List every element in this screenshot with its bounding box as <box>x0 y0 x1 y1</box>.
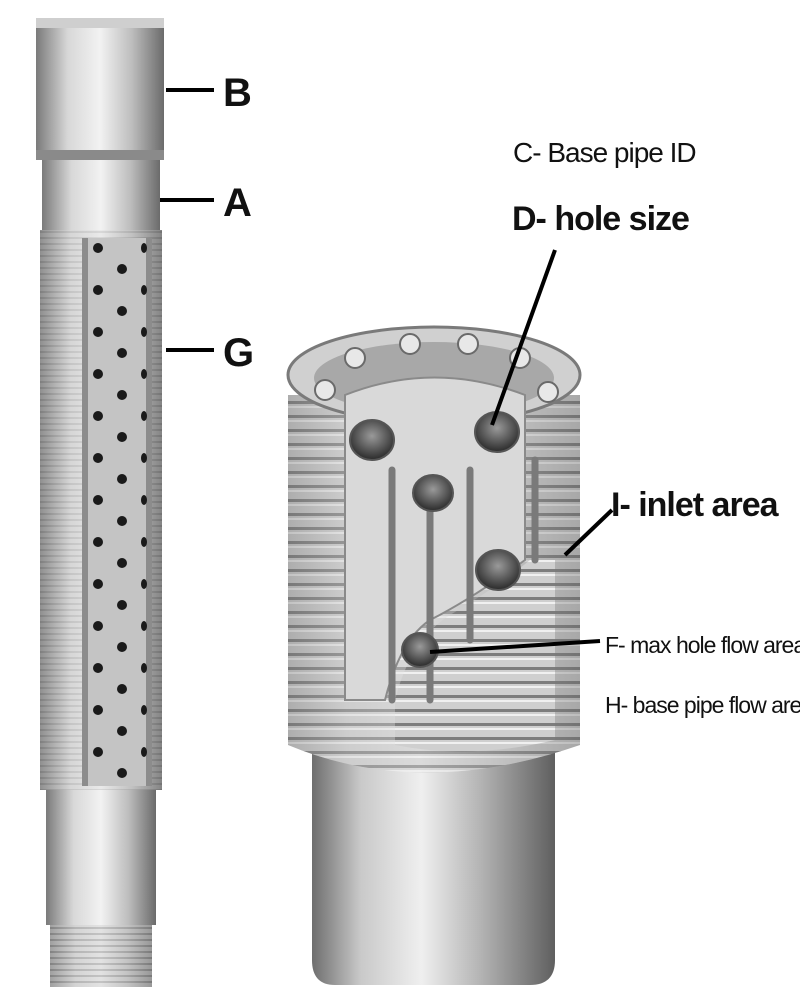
perforation-hole <box>141 663 147 673</box>
perforation-hole <box>93 747 103 757</box>
perforation-hole <box>141 705 147 715</box>
perforation-hole <box>117 264 127 274</box>
perforation-hole <box>141 747 147 757</box>
perforation-hole <box>117 516 127 526</box>
perforation-hole <box>141 579 147 589</box>
label-b: B <box>223 71 252 115</box>
perforation-hole <box>117 768 127 778</box>
label-a: A <box>223 181 252 225</box>
perforation-hole <box>117 726 127 736</box>
perforation-hole <box>141 621 147 631</box>
perforation-hole <box>93 495 103 505</box>
perforation-hole <box>117 348 127 358</box>
leader-f <box>429 639 601 654</box>
perforation-hole <box>141 537 147 547</box>
perforation-hole <box>93 579 103 589</box>
perforation-hole <box>141 411 147 421</box>
perforation-hole <box>93 453 103 463</box>
perforation-hole <box>93 327 103 337</box>
perforation-hole <box>117 432 127 442</box>
perforation-hole <box>141 285 147 295</box>
perforation-hole <box>141 243 147 253</box>
label-i: I- inlet area <box>611 486 780 524</box>
base-pipe-neck <box>42 160 160 230</box>
perforation-hole <box>93 285 103 295</box>
cutaway-window <box>82 238 152 786</box>
left-screen-pipe <box>36 18 164 987</box>
label-h: H- base pipe flow area <box>605 692 800 718</box>
perforation-hole <box>117 390 127 400</box>
perforation-hole <box>141 495 147 505</box>
perforation-hole <box>93 537 103 547</box>
perforation-holes <box>93 243 147 778</box>
coupling <box>36 18 164 160</box>
perforation-hole <box>141 453 147 463</box>
perforation-hole <box>117 642 127 652</box>
base-pipe-holes <box>349 411 521 668</box>
perforation-hole <box>93 663 103 673</box>
label-f: F- max hole flow area <box>605 632 800 658</box>
label-c: C- Base pipe ID <box>513 137 696 168</box>
perforation-hole <box>93 705 103 715</box>
perforation-hole <box>117 474 127 484</box>
perforation-hole <box>141 327 147 337</box>
leader-d <box>490 249 557 426</box>
cutaway-base-pipe <box>312 740 555 985</box>
leader-i <box>563 508 614 557</box>
perforation-hole <box>141 369 147 379</box>
perforation-hole <box>93 621 103 631</box>
perforation-hole <box>117 684 127 694</box>
cutaway-section <box>286 325 582 985</box>
perforation-hole <box>117 306 127 316</box>
perforation-hole <box>93 243 103 253</box>
perforation-hole <box>93 411 103 421</box>
perforation-hole <box>117 600 127 610</box>
lower-base-pipe <box>46 790 156 925</box>
label-g: G <box>223 331 254 375</box>
label-d: D- hole size <box>512 200 689 238</box>
perforation-hole <box>117 558 127 568</box>
perforation-hole <box>93 369 103 379</box>
